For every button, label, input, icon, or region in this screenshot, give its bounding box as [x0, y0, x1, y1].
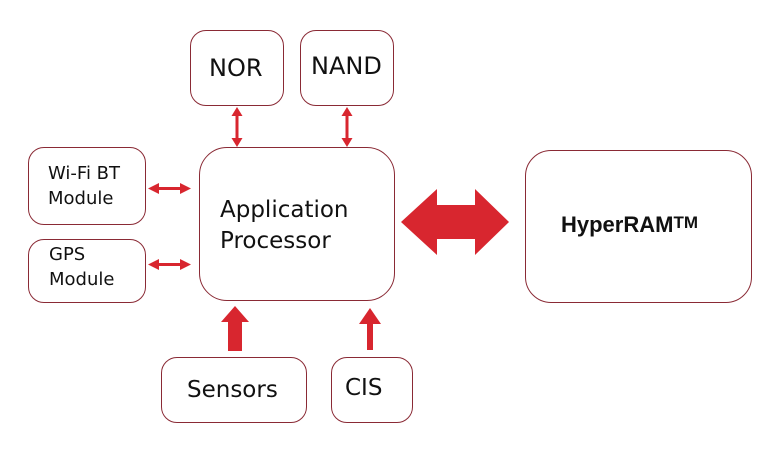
- gps-label-line2: Module: [49, 269, 115, 290]
- nor-block: NOR: [190, 30, 284, 106]
- sensors-label: Sensors: [187, 377, 278, 403]
- processor-hyperram-arrow: [401, 189, 509, 255]
- hyperram-block: HyperRAMTM: [525, 150, 752, 303]
- nand-label: NAND: [311, 52, 382, 80]
- sensors-processor-arrow: [221, 306, 249, 351]
- wifi-processor-arrow: [148, 183, 191, 194]
- gps-processor-arrow: [148, 259, 191, 270]
- sensors-block: Sensors: [161, 357, 307, 423]
- wifi-bt-module-block: Wi-Fi BT Module: [28, 147, 146, 225]
- application-processor-line2: Processor: [220, 228, 331, 254]
- nand-processor-arrow: [341, 107, 353, 147]
- wifi-bt-label-line2: Module: [48, 188, 114, 209]
- cis-label: CIS: [345, 375, 383, 401]
- application-processor-block: Application Processor: [199, 147, 395, 301]
- trademark-mark: TM: [673, 213, 699, 232]
- hyperram-name: HyperRAM: [561, 212, 674, 237]
- cis-processor-arrow: [359, 308, 381, 350]
- hyperram-label: HyperRAMTM: [561, 212, 698, 237]
- nor-processor-arrow: [231, 107, 243, 147]
- nor-label: NOR: [209, 54, 263, 82]
- gps-module-block: GPS Module: [28, 239, 146, 303]
- cis-block: CIS: [331, 357, 413, 423]
- application-processor-line1: Application: [220, 197, 349, 223]
- wifi-bt-label-line1: Wi-Fi BT: [48, 163, 121, 184]
- nand-block: NAND: [300, 30, 394, 106]
- gps-label-line1: GPS: [49, 244, 86, 265]
